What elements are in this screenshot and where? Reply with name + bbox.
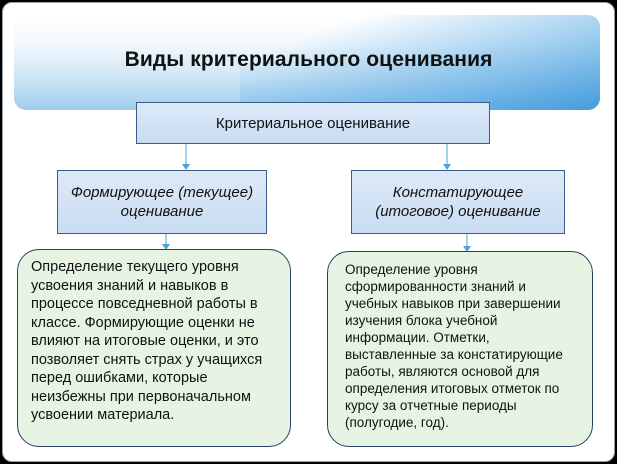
- summative-label: Констатирующее (итоговое) оценивание: [375, 184, 541, 220]
- formative-box: Формирующее (текущее) оценивание: [57, 170, 267, 234]
- header-banner: [14, 15, 600, 110]
- arrow-right-description-icon: [463, 246, 471, 252]
- page-title: Виды критериального оценивания: [124, 48, 493, 71]
- arrow-left-description-icon: [162, 244, 170, 250]
- summative-description: Определение уровня сформированности знан…: [327, 251, 593, 447]
- header-wave-decoration: [240, 15, 600, 110]
- summative-box: Констатирующее (итоговое) оценивание: [351, 170, 565, 234]
- root-box: Критериальное оценивание: [136, 102, 490, 144]
- arrow-root-right-icon: [443, 164, 451, 170]
- arrow-root-left-icon: [182, 164, 190, 170]
- root-label: Критериальное оценивание: [215, 114, 411, 132]
- formative-description: Определение текущего уровня усвоения зна…: [17, 249, 291, 447]
- formative-label: Формирующее (текущее) оценивание: [70, 184, 254, 220]
